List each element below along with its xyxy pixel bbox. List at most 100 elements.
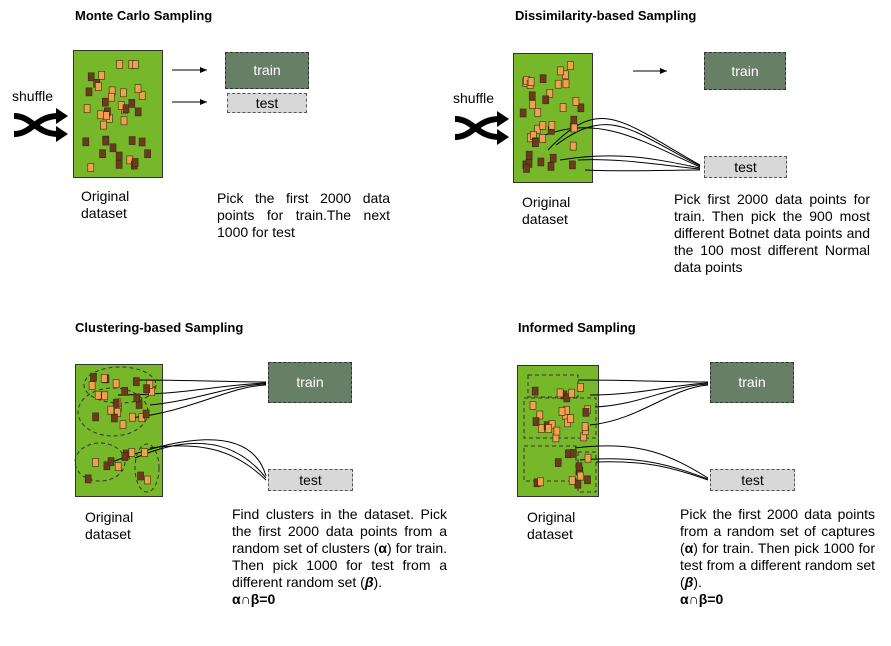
normal-data-point — [584, 453, 592, 463]
normal-data-point — [577, 382, 584, 392]
informed-beta-symbol: β — [684, 574, 694, 590]
normal-data-point — [527, 77, 535, 86]
botnet-data-point — [542, 95, 550, 105]
botnet-data-point — [112, 399, 120, 408]
normal-data-point — [546, 89, 554, 98]
normal-data-point — [581, 422, 589, 431]
normal-data-point — [138, 91, 146, 100]
informed-description: Pick the first 2000 data points from a r… — [680, 506, 875, 608]
botnet-data-point — [138, 137, 146, 147]
informed-alpha-symbol: α — [684, 540, 694, 556]
botnet-data-point — [87, 72, 95, 82]
monte-carlo-train-box: train — [225, 52, 309, 89]
normal-data-point — [529, 100, 536, 109]
botnet-data-point — [128, 136, 136, 145]
normal-data-point — [567, 61, 574, 71]
normal-data-point — [134, 84, 142, 93]
normal-data-point — [554, 79, 562, 89]
botnet-data-point — [99, 149, 106, 158]
botnet-data-point — [121, 452, 129, 461]
normal-data-point — [568, 388, 575, 398]
monte-carlo-test-box: test — [227, 93, 307, 113]
botnet-data-point — [122, 104, 130, 113]
normal-data-point — [95, 82, 102, 91]
normal-data-point — [97, 110, 104, 120]
botnet-data-point — [523, 164, 530, 173]
normal-data-point — [569, 141, 577, 151]
normal-data-point — [107, 405, 115, 415]
normal-data-point — [112, 379, 120, 389]
dissimilarity-train-box: train — [704, 52, 786, 90]
botnet-data-point — [82, 137, 90, 147]
botnet-data-point — [582, 408, 590, 417]
informed-test-box: test — [710, 469, 795, 491]
dissimilarity-shuffle-label: shuffle — [453, 90, 494, 106]
botnet-data-point — [111, 413, 118, 423]
botnet-data-point — [92, 412, 99, 422]
botnet-data-point — [569, 160, 576, 170]
normal-data-point — [562, 79, 570, 89]
botnet-data-point — [554, 458, 562, 467]
botnet-data-point — [84, 474, 92, 484]
normal-data-point — [577, 471, 584, 481]
botnet-data-point — [90, 372, 97, 382]
normal-data-point — [100, 120, 107, 130]
informed-description-main: Pick the first 2000 data points from a r… — [680, 506, 875, 556]
normal-data-point — [114, 462, 122, 472]
normal-data-point — [88, 381, 96, 390]
botnet-data-point — [142, 409, 150, 419]
normal-data-point — [545, 424, 553, 433]
botnet-data-point — [574, 479, 582, 489]
botnet-data-point — [584, 475, 591, 485]
normal-data-point — [568, 475, 576, 485]
informed-arrows — [574, 379, 709, 481]
normal-data-point — [536, 410, 544, 420]
botnet-data-point — [570, 115, 578, 125]
clustering-description-mid: ) for train. Then pick 1000 for test fro… — [232, 540, 448, 590]
normal-data-point — [83, 104, 91, 113]
clustering-title: Clustering-based Sampling — [75, 320, 244, 335]
monte-carlo-shuffle-label: shuffle — [12, 88, 53, 104]
botnet-data-point — [144, 149, 151, 158]
botnet-data-point — [577, 103, 585, 113]
normal-data-point — [100, 373, 108, 383]
normal-data-point — [120, 116, 128, 126]
botnet-data-point — [532, 138, 539, 147]
botnet-data-point — [575, 462, 583, 472]
normal-data-point — [556, 388, 564, 398]
informed-dataset-label: Original dataset — [527, 509, 576, 542]
dissimilarity-arrows — [544, 68, 701, 172]
clustering-description: Find clusters in the dataset. Pick the f… — [232, 506, 447, 608]
normal-data-point — [534, 108, 542, 117]
shuffle-icon — [13, 108, 68, 142]
normal-data-point — [101, 391, 108, 401]
normal-data-point — [94, 390, 102, 400]
clustering-formula: α∩β=0 — [232, 591, 276, 607]
normal-data-point — [539, 121, 547, 130]
normal-data-point — [558, 406, 566, 416]
botnet-data-point — [539, 74, 547, 83]
data-points — [82, 60, 592, 489]
botnet-data-point — [563, 393, 571, 403]
informed-description-end: ). — [693, 574, 702, 590]
botnet-data-point — [537, 157, 545, 167]
botnet-data-point — [121, 387, 128, 396]
dissimilarity-test-box: test — [704, 156, 787, 178]
informed-title: Informed Sampling — [518, 320, 636, 335]
botnet-data-point — [549, 153, 557, 163]
normal-data-point — [529, 400, 537, 410]
botnet-data-point — [115, 160, 123, 169]
dissimilarity-title: Dissimilarity-based Sampling — [515, 8, 697, 23]
botnet-data-point — [85, 87, 93, 97]
normal-data-point — [92, 458, 99, 467]
dissimilarity-description: Pick first 2000 data points for train. T… — [674, 191, 870, 275]
botnet-data-point — [525, 150, 533, 160]
botnet-data-point — [115, 151, 123, 161]
normal-data-point — [141, 448, 148, 457]
normal-data-point — [103, 111, 110, 120]
botnet-data-point — [133, 377, 140, 386]
shuffle-icon — [454, 111, 509, 145]
normal-data-point — [116, 60, 123, 69]
botnet-data-point — [531, 386, 539, 396]
